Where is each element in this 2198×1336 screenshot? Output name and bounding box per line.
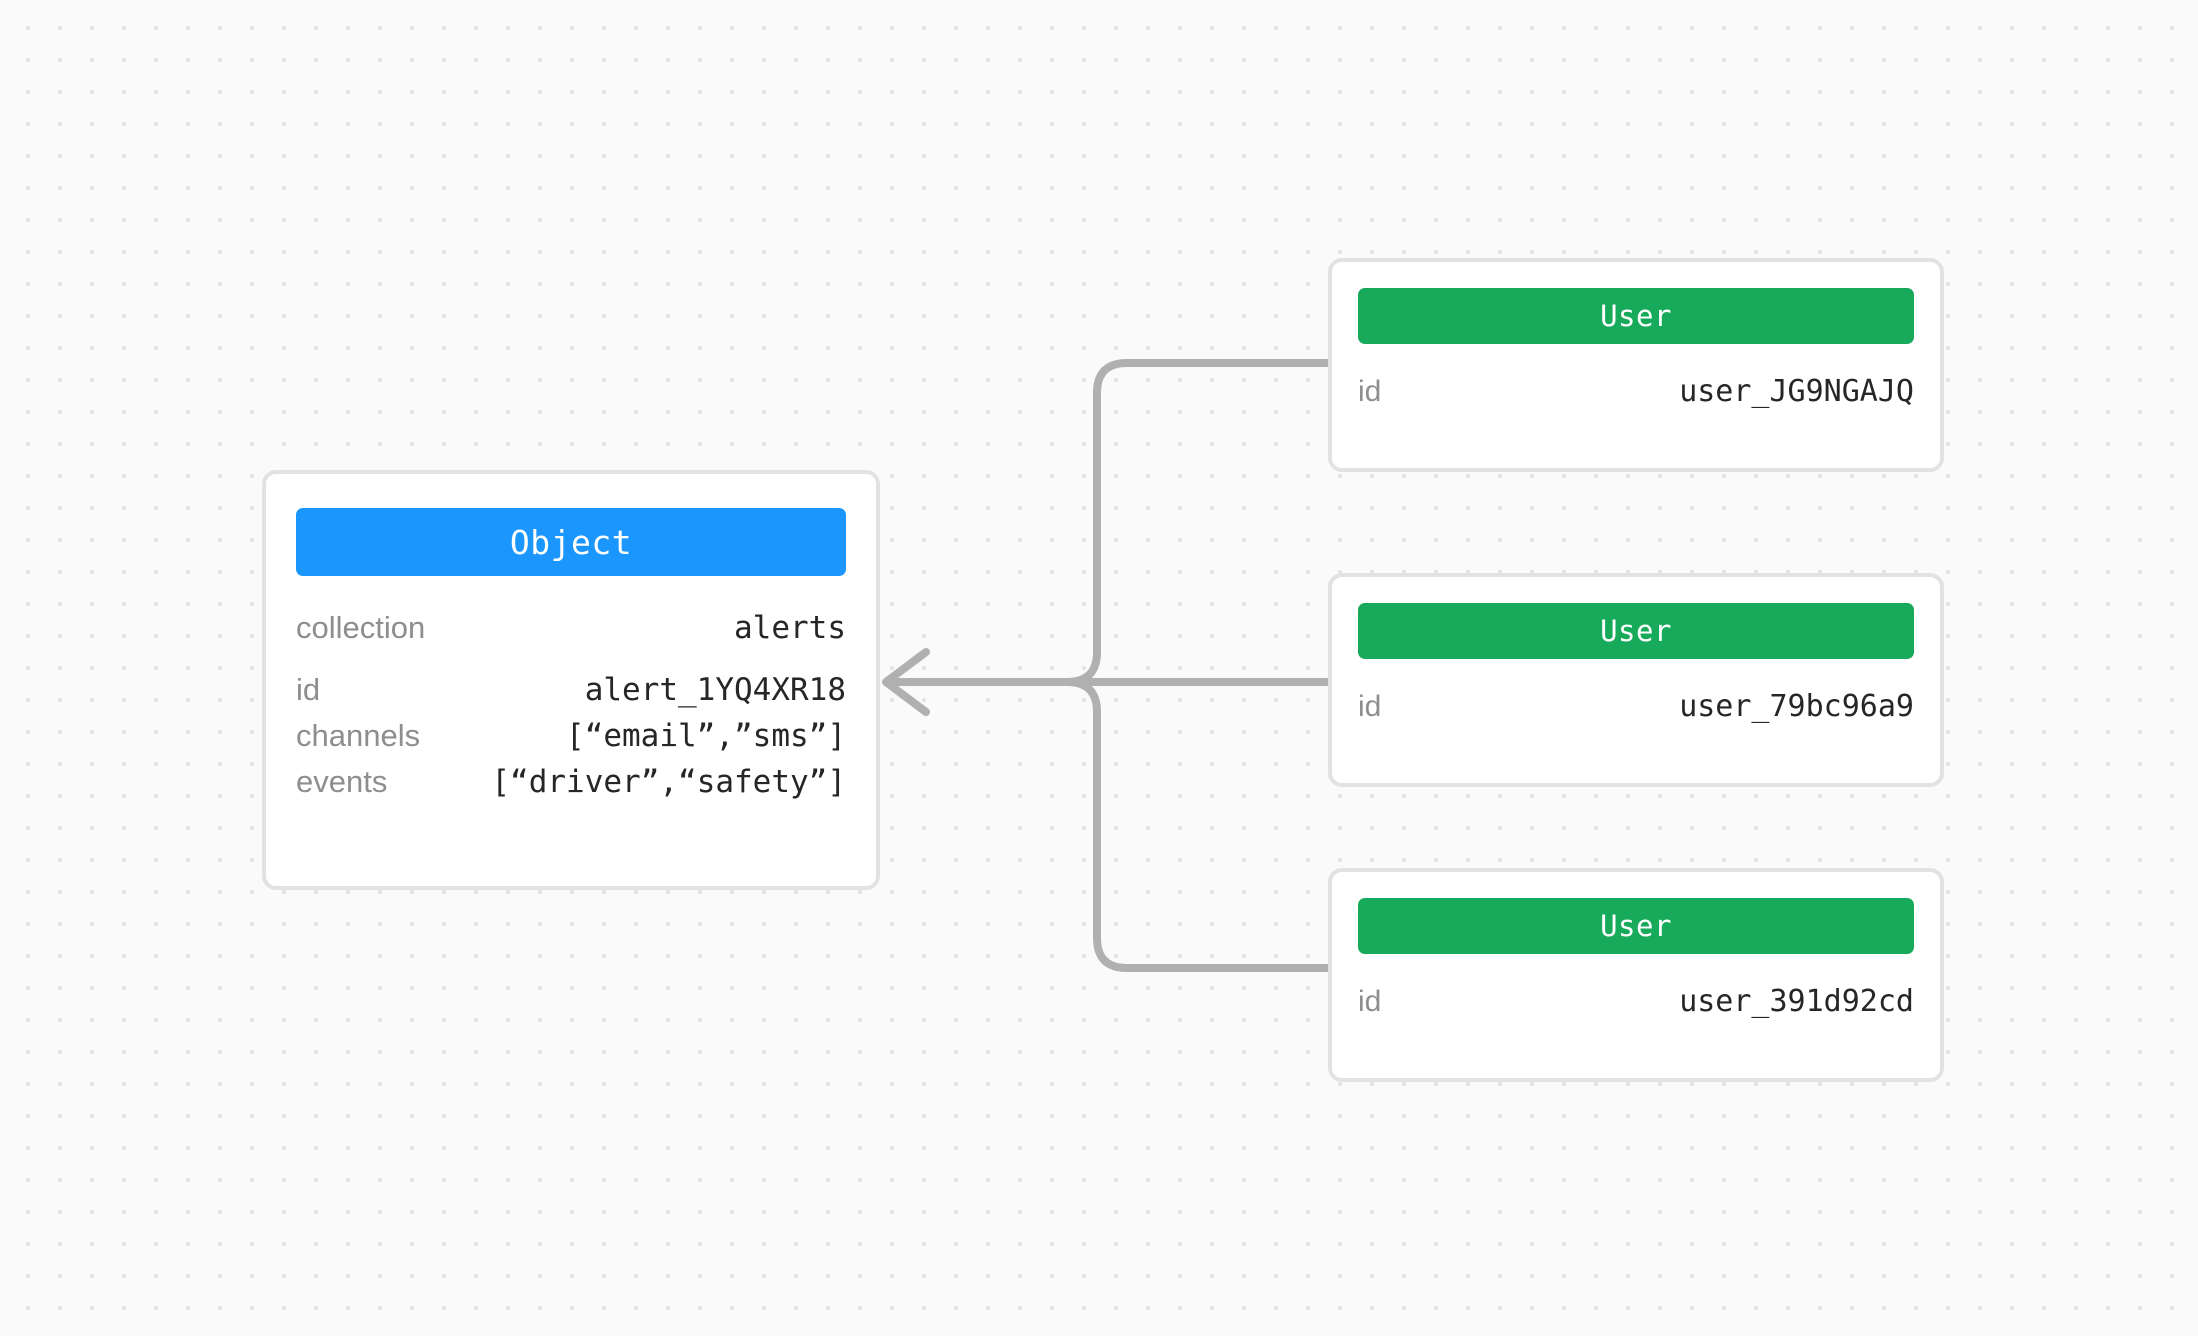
node-object-body: collection alerts id alert_1YQ4XR18 chan…	[266, 576, 876, 800]
node-user-1-type-badge: User	[1358, 603, 1914, 659]
table-row: id alert_1YQ4XR18	[296, 672, 846, 708]
row-value: alerts	[734, 610, 846, 646]
row-value: user_JG9NGAJQ	[1679, 374, 1914, 409]
node-user-0-type-badge: User	[1358, 288, 1914, 344]
row-group-divider	[296, 646, 846, 672]
table-row: id user_79bc96a9	[1358, 689, 1914, 724]
row-key: id	[1358, 375, 1382, 408]
row-value: alert_1YQ4XR18	[584, 672, 846, 708]
row-value: user_391d92cd	[1679, 984, 1914, 1019]
node-user-2-type-badge: User	[1358, 898, 1914, 954]
node-object[interactable]: Object collection alerts id alert_1YQ4XR…	[262, 470, 880, 890]
row-value: user_79bc96a9	[1679, 689, 1914, 724]
edge-user-0-to-object	[889, 359, 1336, 686]
node-object-type-badge: Object	[296, 508, 846, 576]
table-row: channels [“email”,”sms”]	[296, 718, 846, 754]
edge-arrowhead-icon	[882, 648, 930, 716]
node-user-1-body: id user_79bc96a9	[1332, 659, 1940, 724]
row-value: [“driver”,“safety”]	[491, 764, 846, 800]
table-row: id user_JG9NGAJQ	[1358, 374, 1914, 409]
table-row: id user_391d92cd	[1358, 984, 1914, 1019]
row-key: id	[1358, 690, 1382, 723]
table-row: collection alerts	[296, 610, 846, 646]
node-user-2[interactable]: User id user_391d92cd	[1328, 868, 1944, 1082]
node-user-0-body: id user_JG9NGAJQ	[1332, 344, 1940, 409]
row-key: id	[1358, 985, 1382, 1018]
row-key: events	[296, 764, 388, 799]
row-value: [“email”,”sms”]	[566, 718, 846, 754]
edge-user-2-to-object	[889, 678, 1336, 972]
node-user-0[interactable]: User id user_JG9NGAJQ	[1328, 258, 1944, 472]
row-key: id	[296, 672, 321, 707]
table-row: events [“driver”,“safety”]	[296, 764, 846, 800]
row-key: channels	[296, 718, 421, 753]
node-user-1[interactable]: User id user_79bc96a9	[1328, 573, 1944, 787]
row-key: collection	[296, 610, 426, 645]
node-user-2-body: id user_391d92cd	[1332, 954, 1940, 1019]
